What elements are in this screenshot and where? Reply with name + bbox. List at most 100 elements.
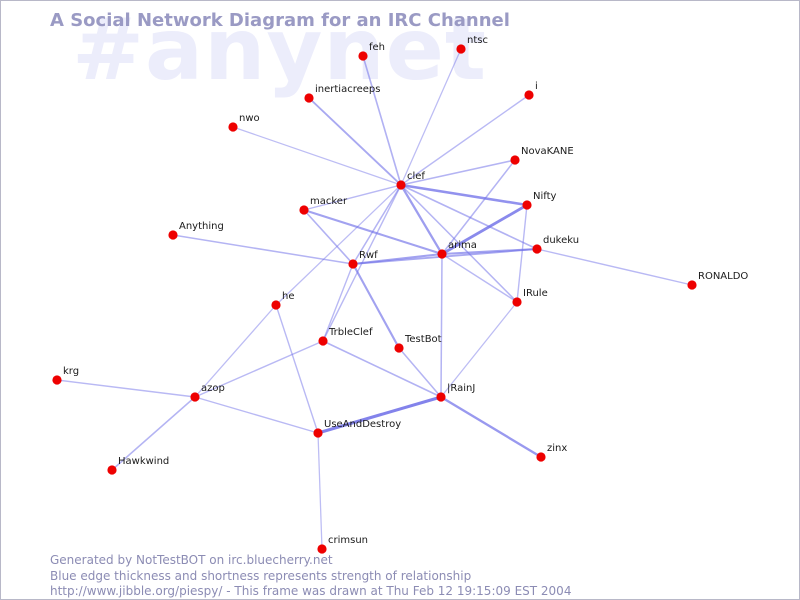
- node-hawkwind: Hawkwind: [107, 456, 169, 475]
- edge-trbleclef-rainj: [322, 340, 442, 398]
- node-ntsc: ntsc: [456, 35, 488, 54]
- node-marker-rwf: [348, 259, 358, 269]
- node-macker: macker: [299, 196, 348, 215]
- node-inertiacreeps: inertiacreeps: [304, 84, 380, 103]
- edge-clef-macker: [303, 184, 402, 211]
- edge-clef-nifty: [399, 183, 529, 207]
- edge-nifty-irule: [516, 204, 528, 303]
- node-marker-azop: [190, 392, 200, 402]
- node-label-useanddestroy: UseAndDestroy: [324, 419, 401, 430]
- node-rainj: |RainJ: [436, 383, 475, 402]
- edge-arima-irule: [441, 253, 518, 303]
- node-marker-ronaldo: [687, 280, 697, 290]
- node-label-crimsun: crimsun: [328, 535, 368, 546]
- edge-arima-rainj: [440, 253, 443, 398]
- node-label-he: he: [282, 291, 295, 302]
- node-trbleclef: TrbleClef: [318, 327, 373, 346]
- footer-generated-by: Generated by NotTestBOT on irc.bluecherr…: [50, 553, 333, 567]
- node-marker-trbleclef: [318, 336, 328, 346]
- footer-url-timestamp: http://www.jibble.org/piespy/ - This fra…: [50, 584, 572, 598]
- node-marker-anything: [168, 230, 178, 240]
- edge-clef-novakane: [400, 159, 516, 186]
- node-marker-zinx: [536, 452, 546, 462]
- node-label-krg: krg: [63, 366, 79, 377]
- node-label-inertiacreeps: inertiacreeps: [315, 84, 380, 95]
- node-label-ronaldo: RONALDO: [698, 271, 748, 282]
- edge-rainj-zinx: [439, 395, 543, 459]
- node-marker-krg: [52, 375, 62, 385]
- node-novakane: NovaKANE: [510, 146, 574, 165]
- node-nwo: nwo: [228, 113, 260, 132]
- node-label-rwf: Rwf: [359, 250, 378, 261]
- node-he: he: [271, 291, 295, 310]
- node-marker-nifty: [522, 200, 532, 210]
- edge-clef-rwf: [352, 184, 402, 265]
- node-ronaldo: RONALDO: [687, 271, 748, 290]
- edge-anything-rwf: [172, 234, 354, 265]
- edge-macker-rwf: [303, 209, 354, 265]
- node-label-anything: Anything: [179, 221, 224, 232]
- edge-arima-dukeku: [440, 247, 539, 256]
- channel-watermark: #anynet: [72, 0, 488, 100]
- edge-irule-rainj: [440, 301, 518, 398]
- node-marker-feh: [358, 51, 368, 61]
- node-marker-nwo: [228, 122, 238, 132]
- node-marker-testbot: [394, 343, 404, 353]
- node-irule: IRule: [512, 288, 548, 307]
- node-marker-clef: [396, 180, 406, 190]
- node-krg: krg: [52, 366, 79, 385]
- node-marker-inertiacreeps: [304, 93, 314, 103]
- node-azop: azop: [190, 383, 225, 402]
- node-rwf: Rwf: [348, 250, 378, 269]
- edge-clef-he: [275, 184, 402, 306]
- edge-he-azop: [194, 304, 277, 398]
- node-useanddestroy: UseAndDestroy: [313, 419, 401, 438]
- node-label-trbleclef: TrbleClef: [328, 327, 373, 338]
- node-marker-i: [524, 90, 534, 100]
- edge-he-useanddestroy: [275, 304, 319, 434]
- node-label-azop: azop: [201, 383, 225, 394]
- node-label-nifty: Nifty: [533, 191, 557, 202]
- footer: Generated by NotTestBOT on irc.bluecherr…: [50, 553, 571, 600]
- node-arima: arima: [437, 240, 477, 259]
- node-marker-hawkwind: [107, 465, 117, 475]
- edge-azop-useanddestroy: [194, 396, 319, 434]
- node-label-feh: feh: [369, 42, 385, 53]
- node-marker-novakane: [510, 155, 520, 165]
- node-dukeku: dukeku: [532, 235, 579, 254]
- node-clef: clef: [396, 171, 425, 190]
- node-zinx: zinx: [536, 443, 567, 462]
- edge-rwf-trbleclef: [322, 263, 354, 342]
- node-label-ntsc: ntsc: [467, 35, 488, 46]
- edge-dukeku-ronaldo: [536, 248, 693, 286]
- node-label-dukeku: dukeku: [543, 235, 579, 246]
- node-label-rainj: |RainJ: [447, 383, 475, 394]
- edge-rwf-testbot: [351, 262, 401, 350]
- edge-arima-nifty: [440, 203, 529, 256]
- node-feh: feh: [358, 42, 385, 61]
- node-label-i: i: [535, 81, 538, 92]
- node-label-novakane: NovaKANE: [521, 146, 574, 157]
- node-marker-macker: [299, 205, 309, 215]
- node-label-macker: macker: [310, 196, 348, 207]
- node-anything: Anything: [168, 221, 224, 240]
- node-label-irule: IRule: [523, 288, 548, 299]
- node-marker-irule: [512, 297, 522, 307]
- node-marker-crimsun: [317, 544, 327, 554]
- node-nifty: Nifty: [522, 191, 557, 210]
- node-testbot: TestBot: [394, 334, 442, 353]
- node-marker-useanddestroy: [313, 428, 323, 438]
- edge-clef-nwo: [232, 126, 402, 186]
- node-marker-arima: [437, 249, 447, 259]
- node-label-clef: clef: [407, 171, 425, 182]
- node-label-hawkwind: Hawkwind: [118, 456, 169, 467]
- edge-testbot-rainj: [398, 347, 442, 398]
- node-label-nwo: nwo: [239, 113, 260, 124]
- edge-clef-ntsc: [400, 48, 462, 186]
- edge-azop-hawkwind: [111, 396, 196, 471]
- edge-clef-arima: [399, 183, 444, 256]
- edge-clef-dukeku: [400, 184, 538, 250]
- node-crimsun: crimsun: [317, 535, 368, 554]
- edge-arima-novakane: [441, 159, 516, 255]
